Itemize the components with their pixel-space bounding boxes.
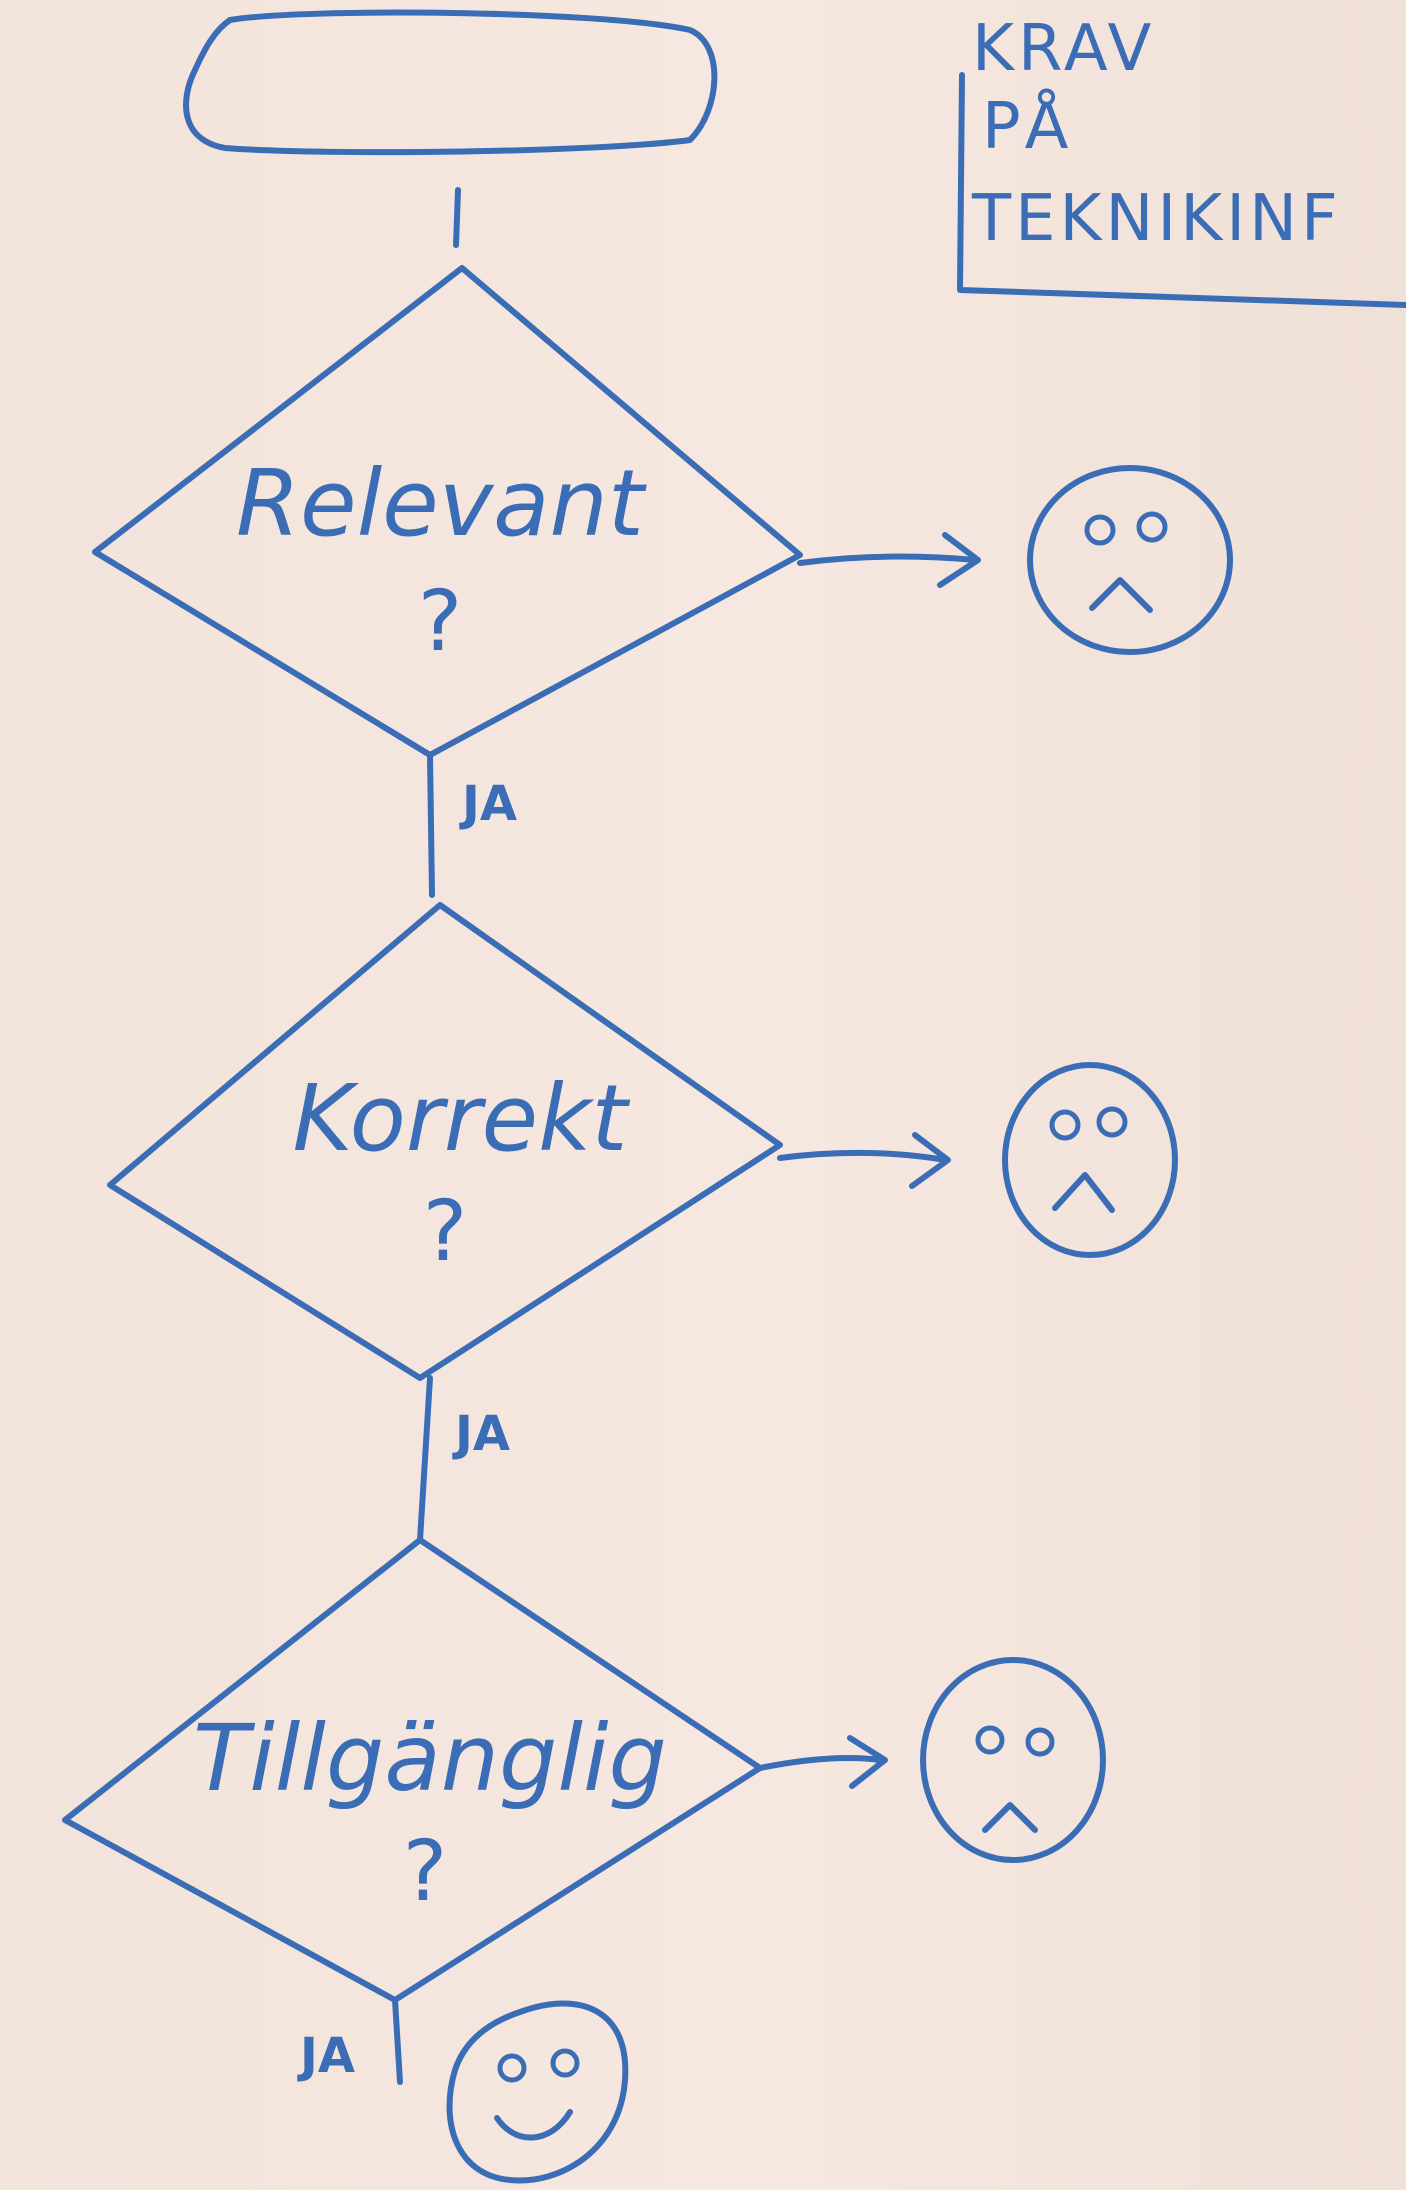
no-arrow-tillganglig: [757, 1735, 888, 1789]
title-box-border: [957, 72, 1406, 308]
decision-qmark-tillganglig: ?: [403, 1822, 448, 1920]
yes-label-tillganglig: JA: [297, 2028, 355, 2084]
decision-diamond-korrekt: [107, 902, 783, 1381]
no-arrow-relevant: [797, 532, 981, 588]
title-line-3: TEKNIKINF: [971, 182, 1342, 256]
sad-face-icon: [1027, 465, 1233, 655]
connector-tillganglig-to-end: [392, 1997, 403, 2085]
yes-label-korrekt: JA: [452, 1406, 510, 1462]
yes-label-relevant: JA: [459, 776, 517, 832]
sad-face-icon: [920, 1657, 1106, 1863]
connector-relevant-to-korrekt: [427, 752, 435, 898]
decision-label-tillganglig: Tillgänglig: [193, 1705, 667, 1812]
happy-face-icon: [446, 2000, 629, 2184]
connector-korrekt-to-tillganglig: [417, 1375, 433, 1543]
decision-qmark-korrekt: ?: [423, 1182, 468, 1280]
decision-label-relevant: Relevant: [236, 450, 647, 557]
title-line-1: KRAV: [972, 12, 1155, 86]
decision-qmark-relevant: ?: [418, 572, 463, 670]
sad-face-icon: [1002, 1062, 1178, 1258]
title-line-2: PÅ: [982, 88, 1072, 164]
no-arrow-korrekt: [777, 1132, 951, 1189]
start-terminal: [183, 9, 718, 156]
decision-label-korrekt: Korrekt: [293, 1065, 631, 1172]
connector-start-to-relevant: [453, 187, 461, 248]
